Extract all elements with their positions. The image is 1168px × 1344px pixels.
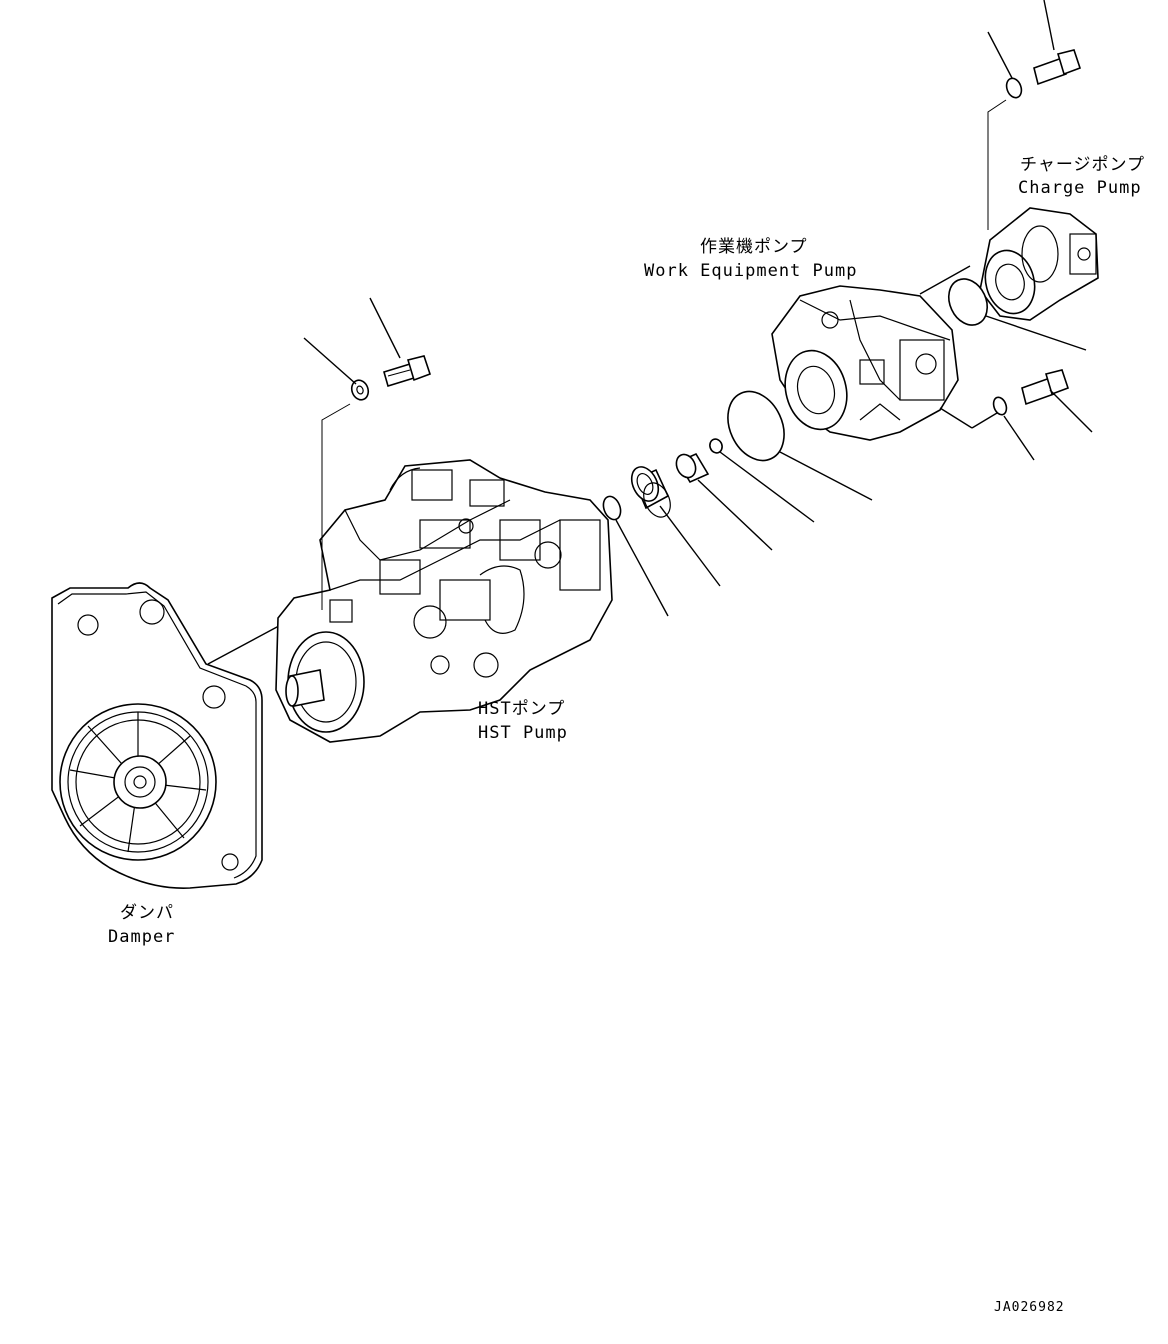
label-work-pump-jp: 作業機ポンプ — [700, 237, 808, 257]
label-work-pump-en: Work Equipment Pump — [644, 261, 857, 281]
leader-coupling — [659, 505, 721, 587]
charge-bolt-installation-line — [987, 99, 1007, 230]
hst-washer — [350, 379, 370, 401]
leader-o-ring-small — [615, 519, 669, 617]
o-ring-tiny — [709, 438, 723, 454]
leader-work-washer — [1003, 415, 1035, 461]
work-pump-bolt — [1021, 369, 1070, 406]
leader-charge-bolt — [1043, 0, 1055, 51]
o-ring-large — [727, 390, 785, 462]
damper-leader-line — [207, 619, 291, 665]
leader-work-bolt — [1049, 389, 1093, 433]
leader-o-ring-large — [779, 451, 873, 501]
o-ring-small — [602, 495, 622, 521]
charge-pump-washer — [1005, 77, 1023, 99]
label-damper-jp: ダンパ — [120, 903, 174, 923]
leader-o-ring-tiny — [719, 451, 815, 523]
hst-bolt — [383, 355, 432, 388]
charge-pump-gasket — [947, 278, 989, 326]
hst-pump — [275, 459, 613, 743]
leader-charge-gasket — [985, 315, 1087, 351]
charge-pump — [979, 207, 1099, 321]
label-charge-pump-en: Charge Pump — [1018, 178, 1142, 198]
coupling — [630, 466, 671, 518]
work-pump-washer — [992, 396, 1008, 416]
charge-pump-bolt — [1033, 49, 1082, 86]
leader-charge-washer — [987, 31, 1013, 79]
label-hst-pump-en: HST Pump — [478, 723, 568, 743]
label-damper-en: Damper — [108, 927, 175, 947]
hst-bolt-installation-line — [321, 403, 351, 610]
work-pump-bolt-line — [939, 407, 973, 429]
work-equipment-pump — [771, 285, 959, 441]
label-charge-pump-jp: チャージポンプ — [1020, 155, 1145, 175]
sleeve — [675, 452, 710, 484]
leader-hst-washer — [303, 337, 357, 385]
label-hst-pump-jp: HSTポンプ — [478, 699, 565, 719]
figure-id: JA026982 — [994, 1300, 1065, 1315]
leader-hst-bolt — [369, 297, 401, 359]
work-to-charge-line — [919, 265, 971, 295]
leader-sleeve — [697, 479, 773, 551]
damper — [51, 582, 263, 889]
